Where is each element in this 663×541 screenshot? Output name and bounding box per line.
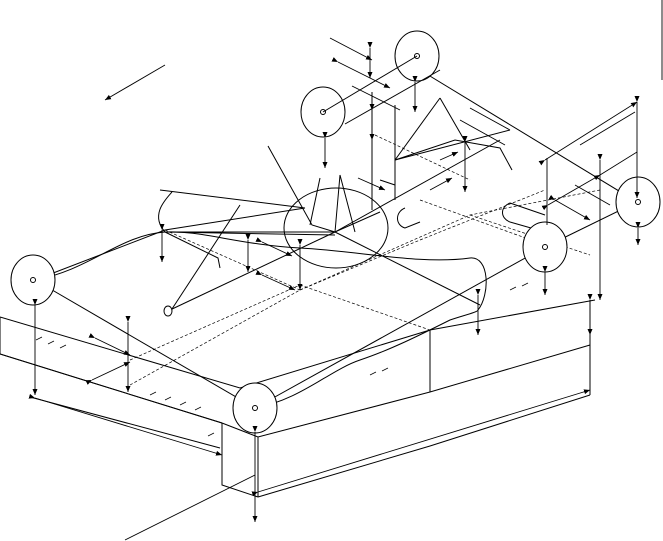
wheel-front-center (232, 382, 278, 434)
base-box (0, 282, 596, 498)
roller-cylinders (397, 202, 546, 233)
conveyor-belt (34, 189, 487, 409)
center-pulley-ellipse (283, 187, 389, 269)
upper-linkage (164, 92, 513, 313)
wheel-front-left (10, 254, 56, 306)
dimension-arrows (28, 0, 663, 541)
top-axle-rear (344, 69, 441, 125)
wheel-far-right (615, 176, 661, 228)
small-pivot (163, 305, 173, 317)
wheel-right (522, 221, 568, 273)
lower-frame (34, 69, 638, 409)
